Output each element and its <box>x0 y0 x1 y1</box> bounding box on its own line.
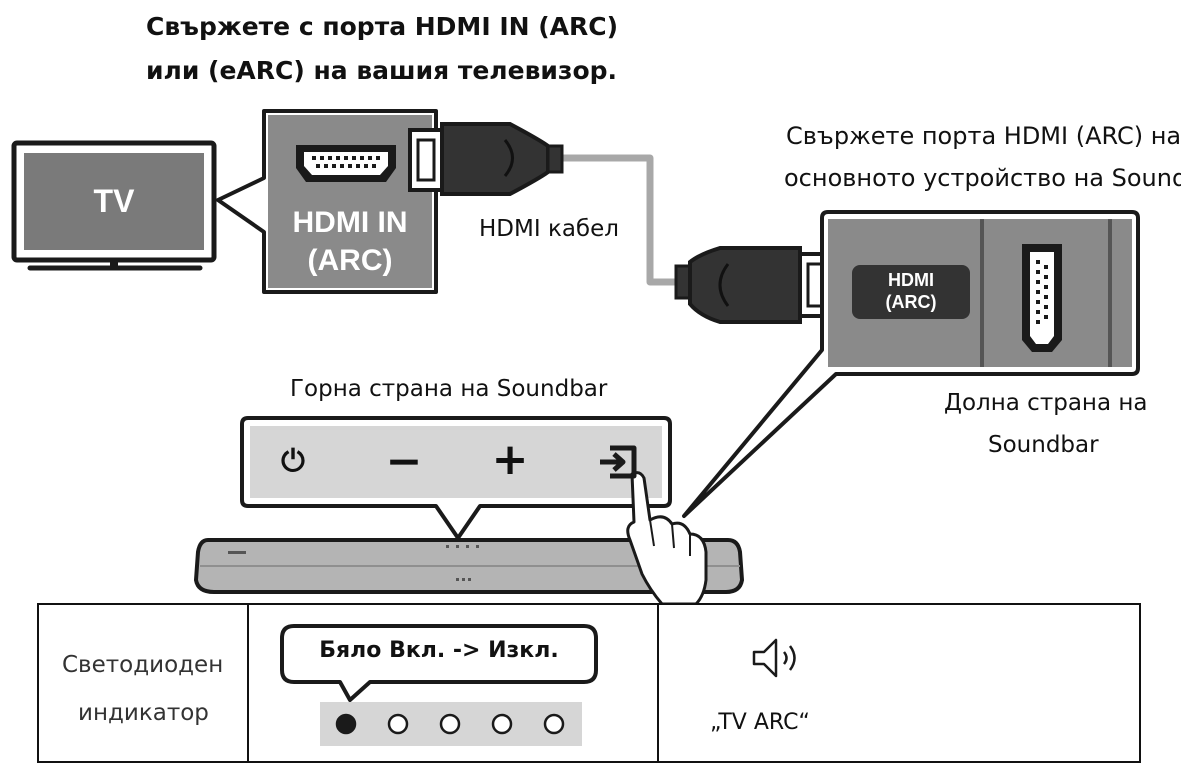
soundbar-button-strip <box>250 426 662 498</box>
led-indicator-group <box>335 713 565 735</box>
pointing-hand-icon <box>626 471 708 606</box>
soundbar-hdmi-port-icon <box>1022 244 1062 352</box>
soundbar-port-caption-line1: Свържете порта HDMI (ARC) на <box>786 122 1181 150</box>
soundbar-bottom-zoom-panel <box>682 210 1140 518</box>
led-3-off <box>439 713 461 735</box>
hdmi-plug-soundbar-end <box>674 246 834 324</box>
led-callout-text: Бяло Вкл. -> Изкл. <box>319 638 559 663</box>
volume-up-icon[interactable]: + <box>491 434 529 485</box>
tv-port-caption-line2: или (eARC) на вашия телевизор. <box>146 56 618 85</box>
volume-down-icon[interactable]: − <box>385 436 423 487</box>
led-label-line2: индикатор <box>78 700 209 726</box>
tv-hdmi-in-label-line1: HDMI IN <box>292 206 408 239</box>
power-icon[interactable]: ⏻ <box>281 444 305 479</box>
soundbar-hdmi-label-line1: HDMI <box>888 270 934 290</box>
led-5-off <box>543 713 565 735</box>
tv-stand-neck <box>110 260 118 268</box>
led-callout-bubble <box>280 624 598 702</box>
soundbar-hdmi-label-plate <box>852 265 970 319</box>
tv-port-caption-line1: Свържете с порта HDMI IN (ARC) <box>146 12 619 41</box>
led-1-on <box>335 713 357 735</box>
hdmi-cable-wire <box>560 154 680 286</box>
mode-label: „TV ARC“ <box>710 710 810 735</box>
hdmi-plug-tv-end <box>408 122 564 196</box>
hdmi-cable-label: HDMI кабел <box>479 216 619 242</box>
hdmi-cable <box>408 122 834 324</box>
led-4-off <box>491 713 513 735</box>
soundbar-hdmi-label-line2: (ARC) <box>885 292 937 312</box>
bottom-side-caption-line2: Soundbar <box>988 432 1099 458</box>
tv-label: TV <box>93 183 135 219</box>
bottom-side-caption-line1: Долна страна на <box>944 390 1148 416</box>
led-label-line1: Светодиоден <box>62 652 224 678</box>
tv-screen <box>24 153 204 250</box>
soundbar-port-caption-line2: основното устройство на Soundbar. <box>784 164 1181 192</box>
tv-hdmi-in-label-line2: (ARC) <box>307 244 393 277</box>
soundbar-top-zoom-panel <box>240 416 672 540</box>
status-table <box>37 603 1141 763</box>
tv-port-panel-fill <box>268 115 432 288</box>
led-2-off <box>387 713 409 735</box>
tv <box>11 140 217 271</box>
tv-hdmi-zoom-panel <box>216 109 438 294</box>
top-side-caption: Горна страна на Soundbar <box>290 376 608 402</box>
source-input-icon[interactable] <box>596 444 640 480</box>
speaker-volume-icon <box>752 638 796 678</box>
tv-hdmi-port-icon <box>296 145 396 182</box>
